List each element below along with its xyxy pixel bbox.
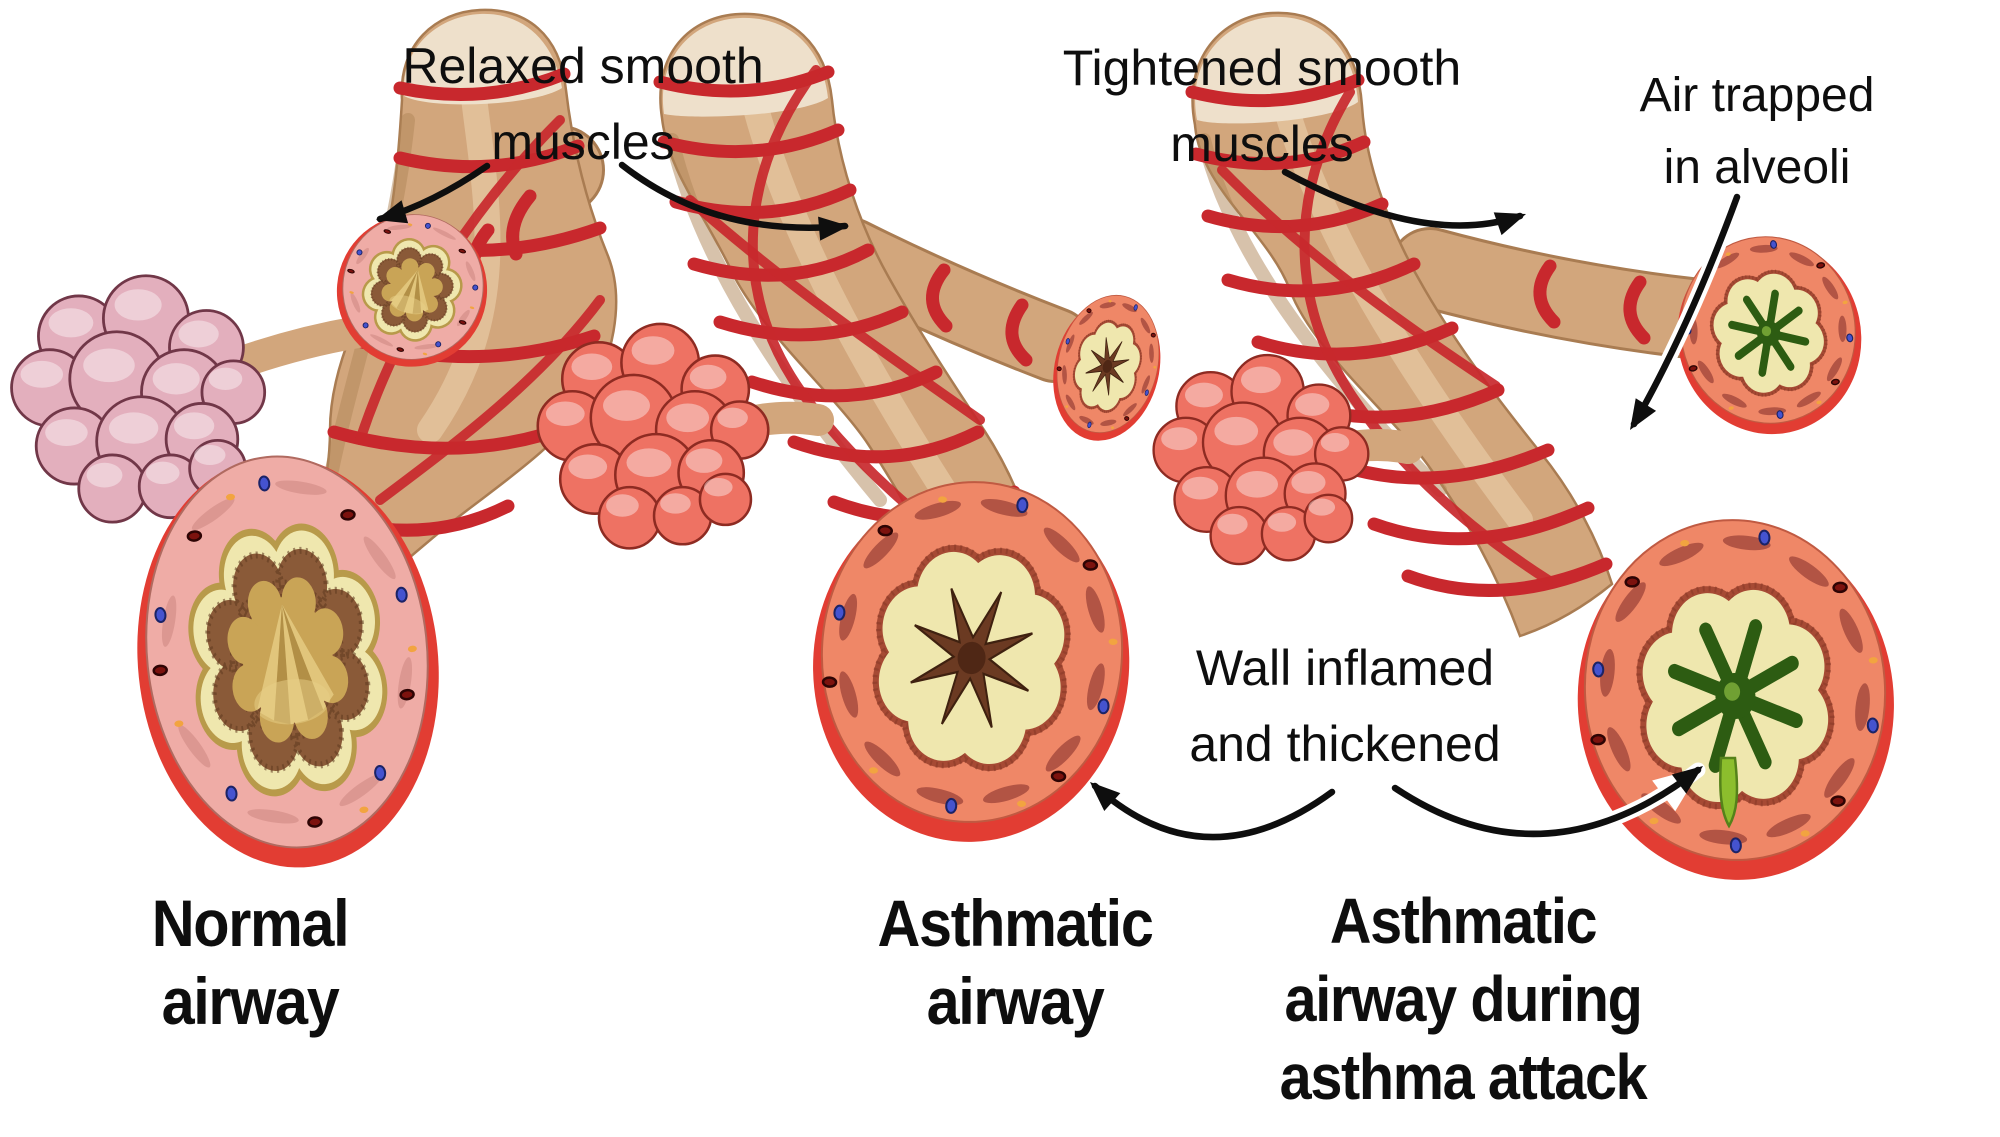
arrow-relaxed-to-middle-trunk [618,161,849,231]
caption-line: Asthmatic [877,886,1153,960]
arrow-air-trapped-to-alveoli [1630,193,1741,428]
label-line: muscles [491,114,675,170]
arrow-wall-inflamed-to-attack-section [1391,766,1702,838]
attack-airway-illustration [1152,11,1906,891]
label-line: Relaxed smooth [402,38,764,94]
attack-airway-cross-section [1566,509,1906,890]
label-tightened-smooth-muscles: Tightened smooth muscles [1063,30,1461,182]
label-air-trapped-in-alveoli: Air trapped in alveoli [1640,60,1875,204]
caption-line: airway [161,964,340,1038]
caption-line: airway [926,964,1105,1038]
mucus-drip [1719,756,1739,829]
attack-small-cross-section [1659,219,1879,451]
label-line: Air trapped [1639,69,1875,122]
caption-line: airway during [1284,963,1643,1035]
arrow-wall-inflamed-to-asthmatic-section [1091,782,1336,841]
label-line: Tightened smooth [1062,40,1462,96]
caption-line: Normal [151,886,350,960]
label-wall-inflamed-thickened: Wall inflamed and thickened [1189,630,1500,782]
caption-line: asthma attack [1279,1041,1648,1113]
annotation-arrows [372,161,1745,845]
label-line: muscles [1170,116,1354,172]
attack-smooth-muscle-bands [1185,73,1651,597]
caption-line: Asthmatic [1329,885,1598,957]
label-line: and thickened [1189,716,1501,772]
normal-airway-illustration [10,8,618,883]
caption-asthmatic-airway-attack: Asthmatic airway during asthma attack [1279,882,1648,1116]
label-line: Wall inflamed [1195,640,1495,696]
asthmatic-airway-cross-section [801,471,1141,852]
label-line: in alveoli [1663,141,1851,194]
asthmatic-alveoli-cluster [536,322,770,550]
caption-asthmatic-airway: Asthmatic airway [877,884,1153,1040]
label-relaxed-smooth-muscles: Relaxed smooth muscles [402,28,763,180]
asthmatic-airway-illustration [536,12,1176,853]
caption-normal-airway: Normal airway [151,884,350,1040]
arrow-tightened-to-right-trunk [1281,168,1524,229]
